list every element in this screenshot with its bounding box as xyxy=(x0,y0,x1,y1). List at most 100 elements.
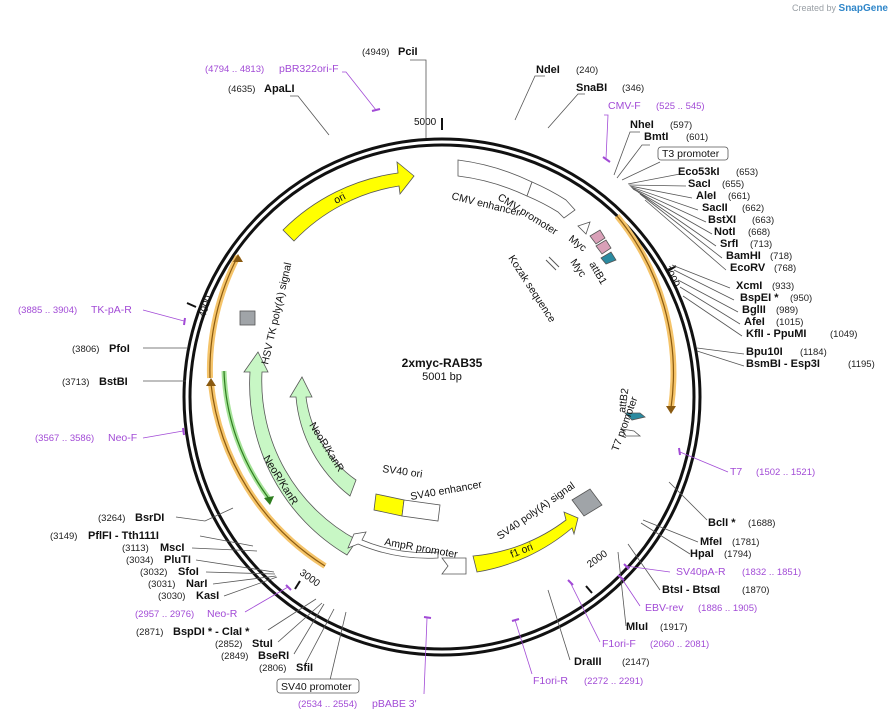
label-t3-promoter[interactable]: T3 promoter xyxy=(662,148,720,160)
enzyme-bspei[interactable]: BspEI * xyxy=(740,292,779,304)
enzyme-alei[interactable]: AleI xyxy=(696,190,716,202)
enzyme-msci[interactable]: MscI xyxy=(160,542,184,554)
leader-bcli xyxy=(668,481,708,521)
leader-bspdi xyxy=(267,598,317,631)
label-sv40-promoter[interactable]: SV40 promoter xyxy=(281,681,352,693)
enzyme-bstbi-pos: (3713) xyxy=(62,377,89,388)
primer-ebv-rev[interactable]: EBV-rev xyxy=(645,602,684,614)
enzyme-sfoi[interactable]: SfoI xyxy=(178,566,199,578)
enzyme-pflfi-pos: (3149) xyxy=(50,531,77,542)
primer-neo-r[interactable]: Neo-R xyxy=(207,608,238,620)
leader-msci xyxy=(191,547,258,552)
enzyme-xcmi[interactable]: XcmI xyxy=(736,280,762,292)
enzyme-sacii[interactable]: SacII xyxy=(702,202,728,214)
primer-pbabe3[interactable]: pBABE 3' xyxy=(372,698,417,710)
enzyme-noti[interactable]: NotI xyxy=(714,226,735,238)
enzyme-ecorv[interactable]: EcoRV xyxy=(730,262,766,274)
enzyme-bmti-pos: (601) xyxy=(686,132,708,143)
enzyme-snabi[interactable]: SnaBI xyxy=(576,82,607,94)
feature-cmv-enhancer xyxy=(457,159,533,197)
enzyme-sacii-pos: (662) xyxy=(742,203,764,214)
leader-nari xyxy=(212,575,277,585)
leader-beri xyxy=(293,603,325,655)
enzyme-saci[interactable]: SacI xyxy=(688,178,711,190)
primer-tk-pa-r-pos: (3885 .. 3904) xyxy=(18,305,77,316)
primer-pbr322ori-f[interactable]: pBR322ori-F xyxy=(279,63,339,75)
enzyme-hpai-pos: (1794) xyxy=(724,549,751,560)
leader-sfoi xyxy=(205,571,276,575)
orf-arc-tk-line xyxy=(209,255,239,379)
enzyme-nari[interactable]: NarI xyxy=(186,578,207,590)
plasmid-name: 2xmyc-RAB35 xyxy=(402,356,483,370)
leader-hpai xyxy=(640,522,691,555)
primer-cmv-f[interactable]: CMV-F xyxy=(608,100,641,112)
enzyme-bstxi[interactable]: BstXI xyxy=(708,214,736,226)
feature-myc-1 xyxy=(589,229,606,245)
enzyme-bseri[interactable]: BseRI xyxy=(258,650,289,662)
primer-tk-pa-r[interactable]: TK-pA-R xyxy=(91,304,132,316)
enzyme-xcmi-pos: (933) xyxy=(772,281,794,292)
brand-name: SnapGene xyxy=(838,3,888,14)
primer-pbr322ori-f-pos: (4794 .. 4813) xyxy=(205,64,264,75)
enzyme-pfoi[interactable]: PfoI xyxy=(109,343,130,355)
primer-neo-f[interactable]: Neo-F xyxy=(108,432,137,444)
enzyme-bamhi[interactable]: BamHI xyxy=(726,250,761,262)
primer-sv40pa-r[interactable]: SV40pA-R xyxy=(676,566,726,578)
leader-bglii xyxy=(677,279,739,313)
enzyme-bglii-pos: (989) xyxy=(776,305,798,316)
enzyme-mlui[interactable]: MluI xyxy=(626,621,648,633)
enzyme-pluti[interactable]: PluTI xyxy=(164,554,191,566)
enzyme-kasi[interactable]: KasI xyxy=(196,590,219,602)
label-sv40-ori: SV40 ori xyxy=(382,463,424,480)
enzyme-eco53ki[interactable]: Eco53kI xyxy=(678,166,720,178)
enzyme-srfi[interactable]: SrfI xyxy=(720,238,738,250)
enzyme-bsrdi[interactable]: BsrDI xyxy=(135,512,164,524)
enzyme-mlui-pos: (1917) xyxy=(660,622,687,633)
enzyme-bstbi[interactable]: BstBI xyxy=(99,376,128,388)
primer-leader-cmv-f xyxy=(604,114,609,160)
enzyme-bcli[interactable]: BclI * xyxy=(708,517,736,529)
feature-kozak-mark-1 xyxy=(545,259,557,271)
leader-stui xyxy=(277,602,323,643)
enzyme-pluti-pos: (3034) xyxy=(126,555,153,566)
enzyme-nhei[interactable]: NheI xyxy=(630,119,654,131)
tick-1000-mark xyxy=(667,265,677,272)
enzyme-kfli-ppumi[interactable]: KflI - PpuMI xyxy=(746,328,807,340)
primer-t7[interactable]: T7 xyxy=(730,466,742,478)
enzyme-pflfi-tth111i[interactable]: PflFI - Tth111I xyxy=(88,530,159,542)
enzyme-snabi-pos: (346) xyxy=(622,83,644,94)
primer-f1ori-r[interactable]: F1ori-R xyxy=(533,675,568,687)
label-myc-1: Myc xyxy=(566,233,589,254)
enzyme-btsi-btsai[interactable]: BtsI - BtsαI xyxy=(662,584,720,596)
enzyme-bsmbi-esp3i[interactable]: BsmBI - Esp3I xyxy=(746,358,820,370)
enzyme-apali[interactable]: ApaLI xyxy=(264,83,295,95)
feature-kozak-mark-2 xyxy=(548,256,560,268)
feature-attb1 xyxy=(600,251,617,265)
enzyme-pcii[interactable]: PciI xyxy=(398,46,418,58)
enzyme-saci-pos: (655) xyxy=(722,179,744,190)
enzyme-stui[interactable]: StuI xyxy=(252,638,273,650)
feature-t7-promoter xyxy=(621,428,642,437)
primer-f1ori-f[interactable]: F1ori-F xyxy=(602,638,636,650)
enzyme-pcii-pos: (4949) xyxy=(362,47,389,58)
label-ori: ori xyxy=(332,191,348,207)
enzyme-kfli-ppumi-pos: (1049) xyxy=(830,329,857,340)
enzyme-sfii[interactable]: SfiI xyxy=(296,662,313,674)
enzyme-hpai[interactable]: HpaI xyxy=(690,548,714,560)
leader-saci xyxy=(628,184,687,187)
leader-sv40-promoter xyxy=(329,611,347,681)
enzyme-afei[interactable]: AfeI xyxy=(744,316,765,328)
enzyme-bpu10i[interactable]: Bpu10I xyxy=(746,346,783,358)
enzyme-ndei[interactable]: NdeI xyxy=(536,64,560,76)
enzyme-bmti[interactable]: BmtI xyxy=(644,131,668,143)
leader-alei xyxy=(629,185,693,199)
feature-myc-2 xyxy=(595,239,612,255)
enzyme-pfoi-pos: (3806) xyxy=(72,344,99,355)
enzyme-draiii[interactable]: DraIII xyxy=(574,656,602,668)
enzyme-bglii[interactable]: BglII xyxy=(742,304,766,316)
primer-leader-f1ori-r xyxy=(514,619,533,675)
enzyme-mfei[interactable]: MfeI xyxy=(700,536,722,548)
enzyme-bspdi-clai[interactable]: BspDI * - ClaI * xyxy=(173,626,250,638)
enzyme-srfi-pos: (713) xyxy=(750,239,772,250)
leader-pflfi xyxy=(199,535,254,547)
